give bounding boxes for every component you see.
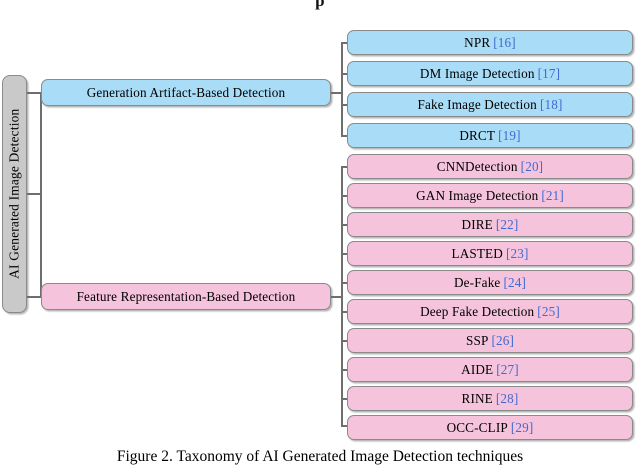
leaf-node-occ-clip: OCC-CLIP [29] bbox=[347, 415, 633, 440]
leaf-node-name: De-Fake bbox=[453, 274, 501, 290]
connector-branch2-leaf-8 bbox=[341, 369, 349, 371]
leaf-node-reference: [17] bbox=[537, 65, 561, 81]
leaf-node-lasted: LASTED [23] bbox=[347, 241, 633, 266]
leaf-node-name: OCC-CLIP bbox=[446, 419, 508, 435]
leaf-node-name: DM Image Detection bbox=[419, 65, 535, 81]
connector-branch2-leaf-7 bbox=[341, 340, 349, 342]
leaf-node-name: AIDE bbox=[461, 361, 494, 377]
branch-node-generation-artifact-based-detection: Generation Artifact-Based Detection bbox=[41, 79, 331, 106]
leaf-node-reference: [28] bbox=[495, 390, 519, 406]
connector-branch1-trunk bbox=[341, 42, 343, 136]
leaf-node-name: DRCT bbox=[459, 127, 496, 143]
leaf-node-reference: [19] bbox=[498, 127, 521, 143]
root-node-ai-generated-image-detection: AI Generated Image Detection bbox=[2, 75, 27, 313]
leaf-node-reference: [18] bbox=[539, 96, 563, 112]
connector-branch1-stub bbox=[331, 92, 343, 94]
connector-branch2-leaf-3 bbox=[341, 224, 349, 226]
branch-node-label: Generation Artifact-Based Detection bbox=[86, 84, 286, 100]
leaf-node-name: LASTED bbox=[451, 245, 503, 261]
connector-root-to-branch-1 bbox=[27, 92, 41, 94]
leaf-node-reference: [21] bbox=[541, 187, 564, 203]
leaf-node-dire: DIRE [22] bbox=[347, 212, 633, 237]
leaf-node-dm-image-detection: DM Image Detection [17] bbox=[347, 61, 633, 86]
leaf-node-name: RINE bbox=[461, 390, 493, 406]
branch-node-label: Feature Representation-Based Detection bbox=[76, 288, 296, 304]
leaf-node-name: SSP bbox=[465, 332, 489, 348]
leaf-node-name: NPR bbox=[464, 34, 491, 50]
connector-root-trunk bbox=[40, 92, 42, 297]
connector-branch2-leaf-4 bbox=[341, 253, 349, 255]
leaf-node-ssp: SSP [26] bbox=[347, 328, 633, 353]
leaf-node-rine: RINE [28] bbox=[347, 386, 633, 411]
leaf-node-reference: [22] bbox=[495, 216, 519, 232]
connector-branch2-leaf-9 bbox=[341, 398, 349, 400]
leaf-node-name: Deep Fake Detection bbox=[420, 303, 535, 319]
leaf-node-name: DIRE bbox=[461, 216, 493, 232]
leaf-node-cnndetection: CNNDetection [20] bbox=[347, 154, 633, 179]
cut-off-header-text: p bbox=[315, 0, 325, 10]
connector-branch1-leaf-3 bbox=[341, 104, 349, 106]
connector-root-to-branch-2 bbox=[27, 296, 41, 298]
connector-branch1-leaf-1 bbox=[341, 42, 349, 44]
leaf-node-name: Fake Image Detection bbox=[417, 96, 537, 112]
connector-branch2-stub bbox=[331, 296, 343, 298]
leaf-node-reference: [16] bbox=[493, 34, 516, 50]
connector-branch2-leaf-2 bbox=[341, 195, 349, 197]
leaf-node-reference: [26] bbox=[491, 332, 515, 348]
leaf-node-reference: [27] bbox=[496, 361, 519, 377]
connector-branch2-leaf-1 bbox=[341, 166, 349, 168]
figure-caption: Figure 2. Taxonomy of AI Generated Image… bbox=[116, 448, 524, 465]
leaf-node-de-fake: De-Fake [24] bbox=[347, 270, 633, 295]
branch-node-feature-representation-based-detection: Feature Representation-Based Detection bbox=[41, 283, 331, 310]
root-node-label: AI Generated Image Detection bbox=[6, 108, 22, 280]
connector-branch2-leaf-6 bbox=[341, 311, 349, 313]
connector-root-stub bbox=[27, 193, 41, 195]
leaf-node-reference: [24] bbox=[503, 274, 527, 290]
leaf-node-reference: [25] bbox=[537, 303, 560, 319]
leaf-node-reference: [20] bbox=[520, 158, 544, 174]
leaf-node-gan-image-detection: GAN Image Detection [21] bbox=[347, 183, 633, 208]
connector-branch1-leaf-2 bbox=[341, 73, 349, 75]
connector-branch2-leaf-10 bbox=[341, 425, 349, 427]
leaf-node-reference: [29] bbox=[510, 419, 534, 435]
leaf-node-aide: AIDE [27] bbox=[347, 357, 633, 382]
leaf-node-deep-fake-detection: Deep Fake Detection [25] bbox=[347, 299, 633, 324]
connector-branch1-leaf-4 bbox=[341, 135, 349, 137]
leaf-node-reference: [23] bbox=[505, 245, 529, 261]
leaf-node-name: GAN Image Detection bbox=[416, 187, 539, 203]
leaf-node-drct: DRCT [19] bbox=[347, 123, 633, 148]
connector-branch2-trunk bbox=[341, 166, 343, 425]
leaf-node-fake-image-detection: Fake Image Detection [18] bbox=[347, 92, 633, 117]
connector-branch2-leaf-5 bbox=[341, 282, 349, 284]
leaf-node-name: CNNDetection bbox=[436, 158, 518, 174]
leaf-node-npr: NPR [16] bbox=[347, 30, 633, 55]
